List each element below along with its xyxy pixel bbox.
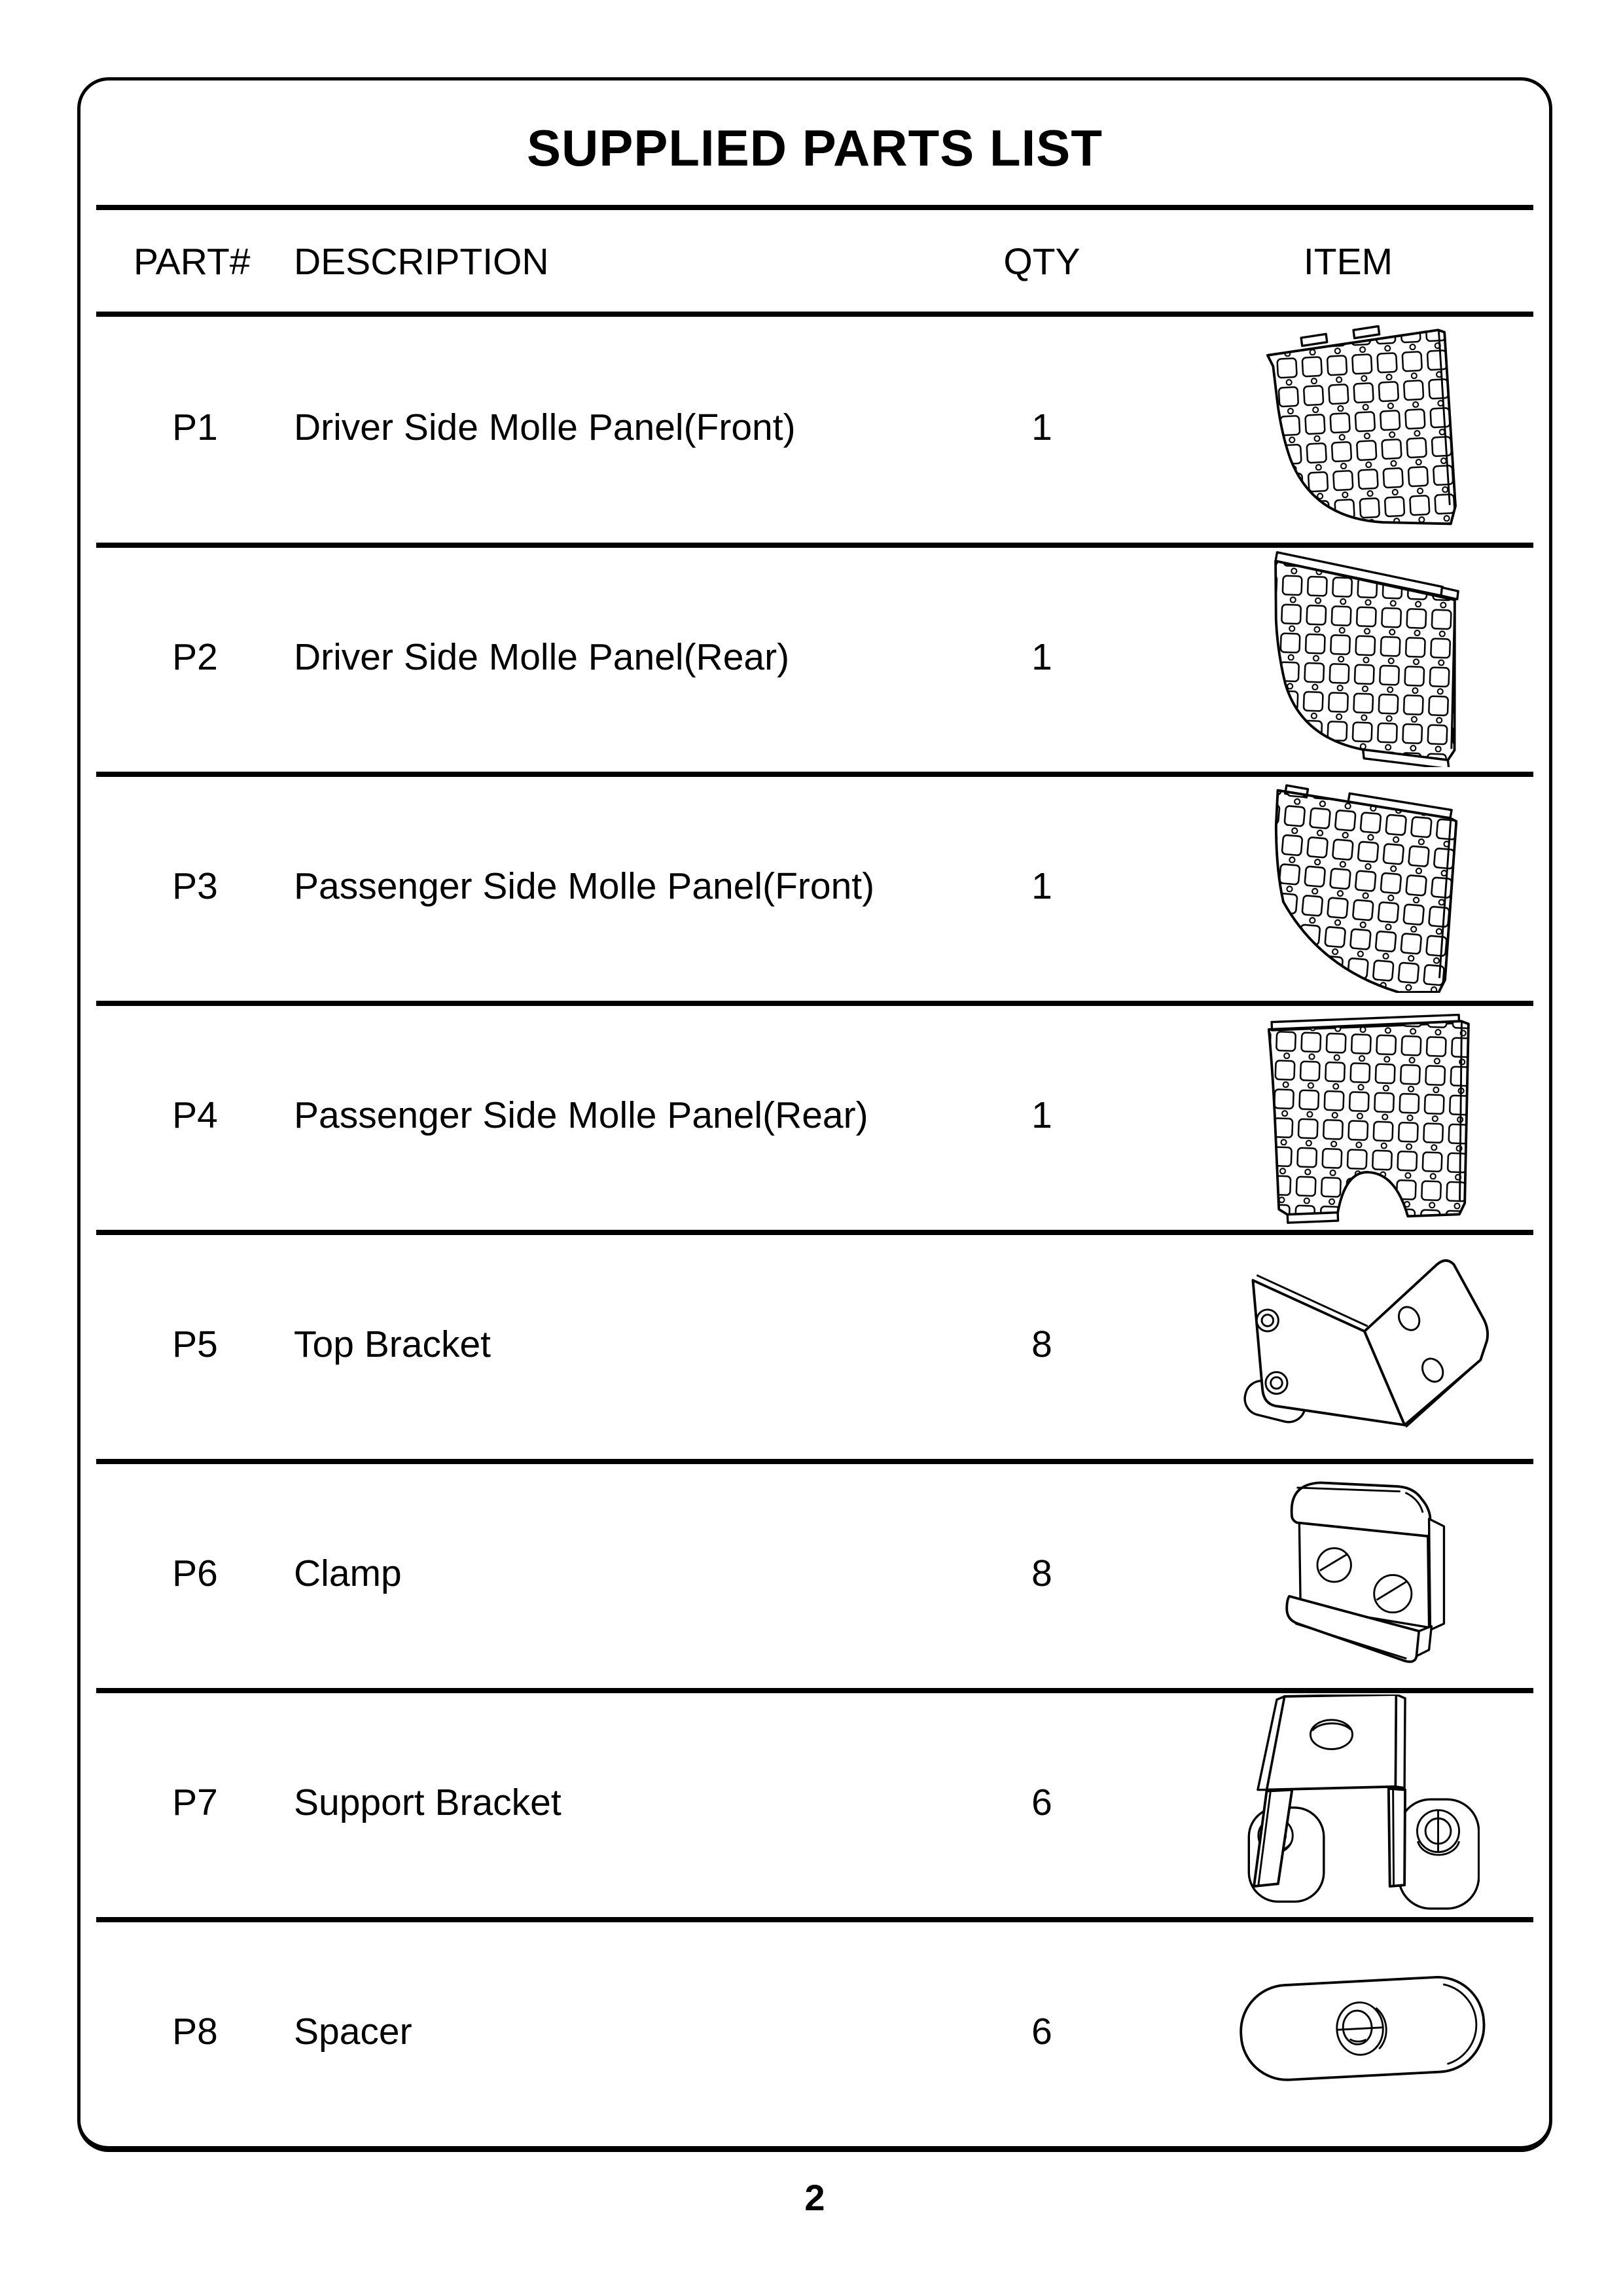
part-item-cell: [1193, 772, 1533, 1001]
part-item-cell: [1193, 1230, 1533, 1459]
part-item-cell: [1193, 1688, 1533, 1917]
support-bracket-drawing: [1247, 1695, 1480, 1910]
table-row: P5 8 Top Bracket 8: [80, 1230, 1549, 1459]
part-qty: 1: [1031, 865, 1052, 907]
row-divider: [96, 1688, 1533, 1693]
molle-panel-driver-rear-drawing: [1274, 550, 1459, 767]
top-bracket-drawing: [1243, 1259, 1489, 1427]
part-item-cell: [1193, 1917, 1533, 2146]
table-row: P3 Passenger Side Molle Panel(Front) 1: [80, 772, 1549, 1001]
part-id: P1: [172, 406, 218, 448]
part-description: Top Bracket: [294, 1323, 491, 1365]
column-header-qty: QTY: [1003, 241, 1080, 283]
part-item-cell: [1193, 1459, 1533, 1688]
column-header-item: ITEM: [1303, 241, 1393, 283]
part-id: P8: [172, 2011, 218, 2053]
table-row: P8 Spacer 6: [80, 1917, 1549, 2146]
part-description: Spacer: [294, 2011, 412, 2053]
table-row: P1 Driver Side Molle Panel(Front) 1: [80, 312, 1549, 543]
part-item-cell: [1193, 312, 1533, 543]
divider-under-title: [96, 205, 1533, 210]
molle-panel-passenger-rear-drawing: [1267, 1013, 1470, 1224]
part-qty: 8: [1031, 1552, 1052, 1594]
row-divider: [96, 1230, 1533, 1235]
table-row: P2 Driver Side Molle Panel(Rear) 1: [80, 543, 1549, 772]
part-item-cell: [1193, 1001, 1533, 1230]
part-qty: 6: [1031, 2011, 1052, 2053]
row-divider: [96, 1917, 1533, 1922]
part-item-cell: [1193, 543, 1533, 772]
part-qty: 1: [1031, 636, 1052, 678]
spacer-drawing: [1240, 1975, 1486, 2081]
part-id: P7: [172, 1782, 218, 1823]
table-row: P7 Support Bracket 6: [80, 1688, 1549, 1917]
page-title: SUPPLIED PARTS LIST: [527, 119, 1103, 177]
part-id: P3: [172, 865, 218, 907]
part-id: P5: [172, 1323, 218, 1365]
part-description: Driver Side Molle Panel(Front): [294, 406, 796, 448]
row-divider: [96, 772, 1533, 777]
part-description: Passenger Side Molle Panel(Rear): [294, 1094, 868, 1136]
molle-panel-driver-front-drawing: [1266, 325, 1457, 525]
part-description: Passenger Side Molle Panel(Front): [294, 865, 875, 907]
table-row: P6 Clamp 8: [80, 1459, 1549, 1688]
part-id: P2: [172, 636, 218, 678]
clamp-drawing: [1285, 1480, 1445, 1663]
molle-panel-passenger-front-drawing: [1274, 783, 1458, 993]
part-id: P4: [172, 1094, 218, 1136]
column-header-description: DESCRIPTION: [294, 241, 549, 283]
part-id: P6: [172, 1552, 218, 1594]
row-divider: [96, 1001, 1533, 1006]
divider-under-header: [96, 312, 1533, 317]
part-description: Support Bracket: [294, 1782, 562, 1823]
parts-list-sheet: SUPPLIED PARTS LIST PART# DESCRIPTION QT…: [77, 77, 1552, 2152]
page-number: 2: [804, 2177, 825, 2218]
row-divider: [96, 543, 1533, 548]
part-description: Driver Side Molle Panel(Rear): [294, 636, 790, 678]
part-qty: 6: [1031, 1782, 1052, 1823]
column-header-part: PART#: [134, 241, 251, 283]
part-description: Clamp: [294, 1552, 402, 1594]
table-row: P4 Passenger Side Molle Panel(Rear) 1: [80, 1001, 1549, 1230]
part-qty: 1: [1031, 1094, 1052, 1136]
part-qty: 8: [1031, 1323, 1052, 1365]
row-divider: [96, 1459, 1533, 1464]
part-qty: 1: [1031, 406, 1052, 448]
